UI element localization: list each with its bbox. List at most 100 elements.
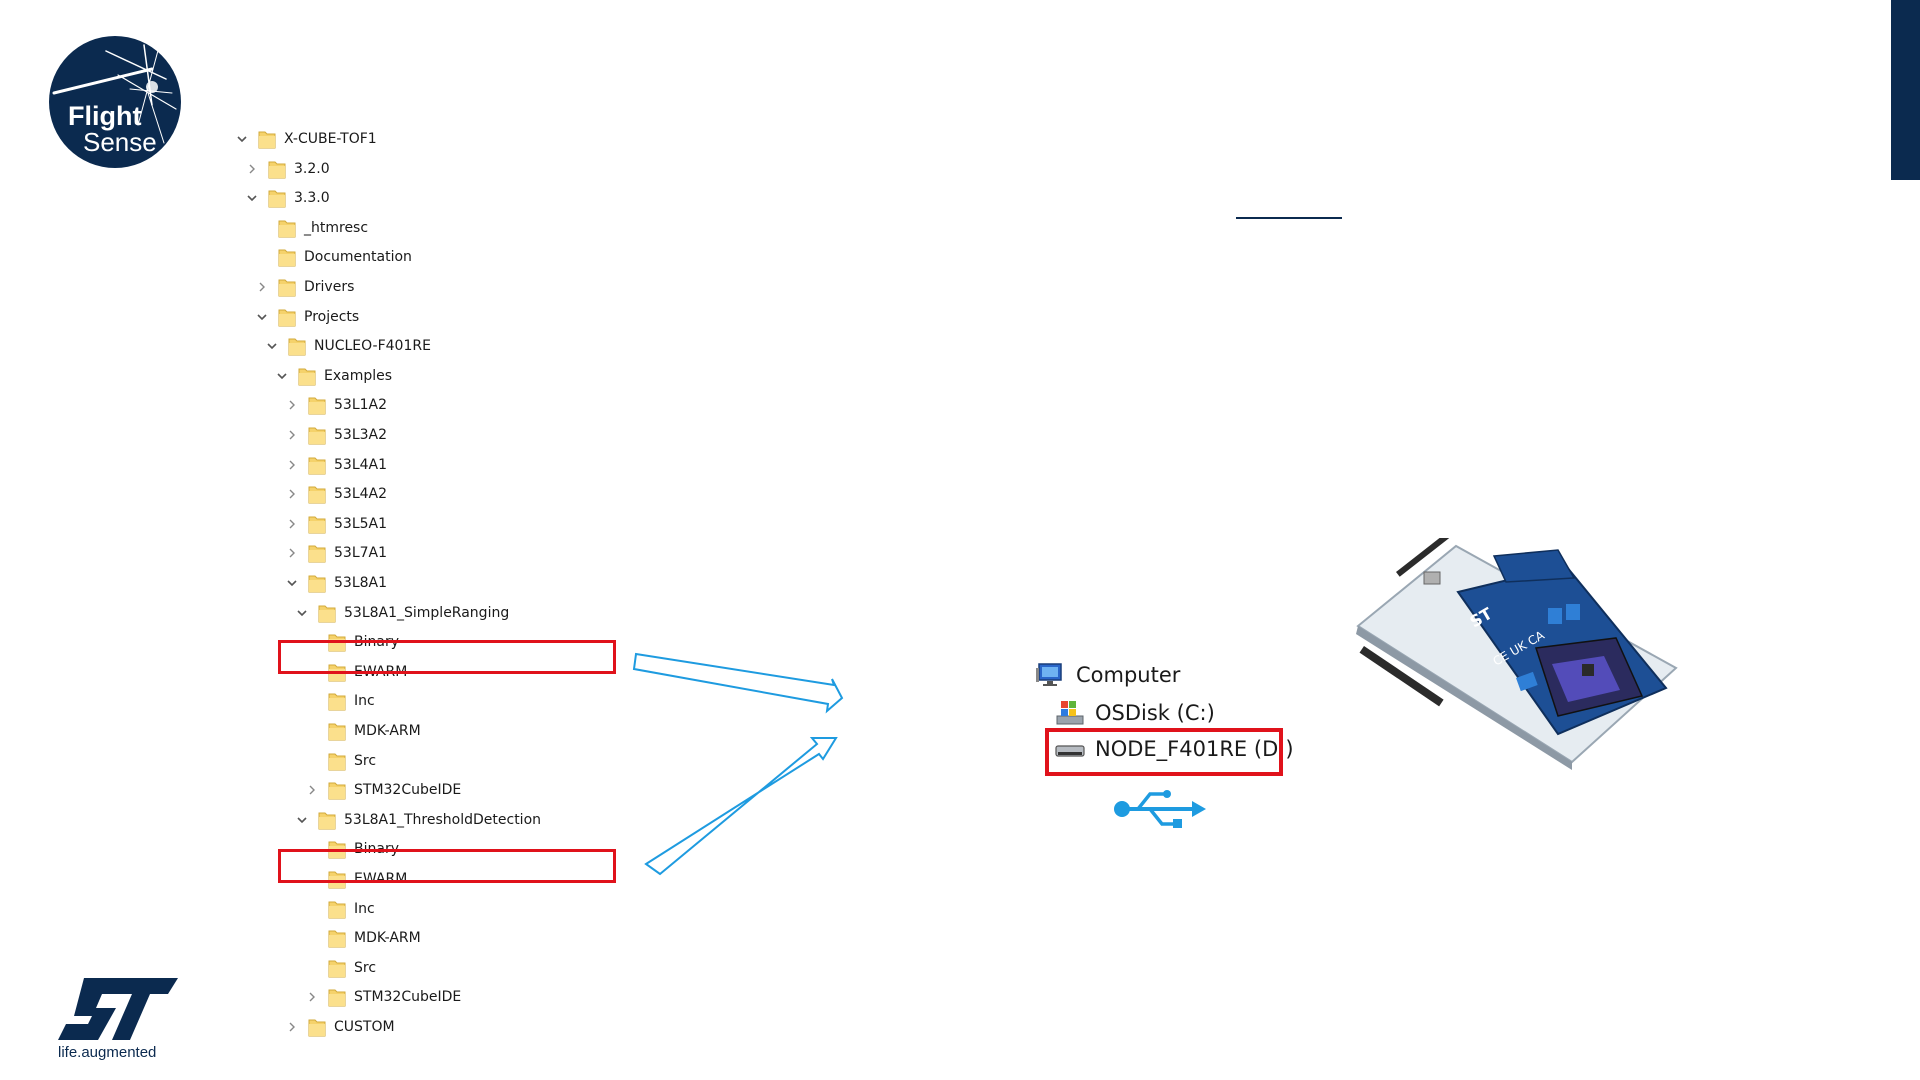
chevron-down-icon[interactable]: [284, 575, 300, 591]
tree-item-label: 53L4A2: [334, 486, 388, 502]
drive-highlight-box: [1045, 728, 1283, 776]
windows-drive-icon: [1055, 700, 1085, 726]
chevron-right-icon[interactable]: [284, 545, 300, 561]
usb-icon: [1114, 790, 1206, 828]
tree-item-label: Src: [354, 960, 377, 976]
tree-item-label: X-CUBE-TOF1: [284, 131, 377, 147]
tree-item-label: _htmresc: [304, 220, 369, 236]
tree-item-label: STM32CubeIDE: [354, 782, 462, 798]
chevron-right-icon[interactable]: [254, 279, 270, 295]
tree-item-label: 53L8A1_SimpleRanging: [344, 605, 510, 621]
chevron-down-icon[interactable]: [264, 338, 280, 354]
tree-item-label: Drivers: [304, 279, 355, 295]
chevron-down-icon[interactable]: [294, 605, 310, 621]
node-drive-label: NODE_F401RE (D:): [1095, 737, 1294, 761]
tree-item[interactable]: 53L8A1_SimpleRanging: [294, 599, 509, 627]
chevron-right-icon[interactable]: [284, 397, 300, 413]
spacer: [254, 249, 270, 265]
spacer: [304, 901, 320, 917]
tree-item[interactable]: 53L5A1: [284, 510, 387, 538]
tree-item[interactable]: Src: [304, 954, 376, 982]
chevron-down-icon[interactable]: [254, 309, 270, 325]
tree-item-label: 53L7A1: [334, 545, 388, 561]
folder-icon: [258, 129, 276, 149]
board-image: ST CE UK CA: [1356, 538, 1678, 770]
computer-label: Computer: [1076, 663, 1181, 687]
tree-item[interactable]: STM32CubeIDE: [304, 983, 461, 1011]
node-drive-row[interactable]: NODE_F401RE (D:): [1055, 736, 1294, 762]
tree-item[interactable]: 3.2.0: [244, 155, 330, 183]
chevron-right-icon[interactable]: [284, 486, 300, 502]
spacer: [304, 930, 320, 946]
tree-item[interactable]: 3.3.0: [244, 184, 330, 212]
tree-item[interactable]: MDK-ARM: [304, 717, 421, 745]
folder-icon: [278, 218, 296, 238]
tree-item[interactable]: 53L7A1: [284, 539, 387, 567]
folder-icon: [268, 188, 286, 208]
tree-item[interactable]: Examples: [274, 362, 392, 390]
folder-icon: [278, 307, 296, 327]
tree-item[interactable]: Inc: [304, 687, 375, 715]
folder-icon: [308, 1017, 326, 1037]
computer-row[interactable]: Computer: [1036, 662, 1180, 688]
folder-icon: [298, 366, 316, 386]
tree-item-label: Documentation: [304, 249, 412, 265]
tree-item-label: Src: [354, 753, 377, 769]
tree-item-label: NUCLEO-F401RE: [314, 338, 431, 354]
spacer: [304, 723, 320, 739]
chevron-down-icon[interactable]: [294, 812, 310, 828]
computer-drive-panel: Computer OSDisk (C:) NODE_F: [1036, 654, 1321, 774]
spacer: [304, 693, 320, 709]
osdisk-label: OSDisk (C:): [1095, 701, 1215, 725]
tree-item-label: 53L5A1: [334, 516, 388, 532]
folder-icon: [308, 455, 326, 475]
tree-item[interactable]: Projects: [254, 303, 359, 331]
tree-item[interactable]: _htmresc: [254, 214, 368, 242]
tree-item[interactable]: 53L8A1_ThresholdDetection: [294, 806, 541, 834]
tree-item[interactable]: NUCLEO-F401RE: [264, 332, 431, 360]
tree-item[interactable]: 53L4A2: [284, 480, 387, 508]
chevron-right-icon[interactable]: [304, 989, 320, 1005]
tree-item[interactable]: X-CUBE-TOF1: [234, 125, 377, 153]
folder-icon: [318, 603, 336, 623]
chevron-right-icon[interactable]: [284, 1019, 300, 1035]
st-tagline: life.augmented: [58, 1044, 157, 1061]
folder-icon: [328, 691, 346, 711]
tree-item[interactable]: Drivers: [254, 273, 354, 301]
tree-item[interactable]: 53L1A2: [284, 391, 387, 419]
tree-item[interactable]: 53L3A2: [284, 421, 387, 449]
chevron-down-icon[interactable]: [234, 131, 250, 147]
logo-text-sense: Sense: [83, 127, 157, 157]
chevron-right-icon[interactable]: [304, 782, 320, 798]
tree-item[interactable]: CUSTOM: [284, 1013, 395, 1041]
folder-icon: [328, 780, 346, 800]
tree-item[interactable]: 53L4A1: [284, 451, 387, 479]
tree-item[interactable]: STM32CubeIDE: [304, 776, 461, 804]
chevron-down-icon[interactable]: [274, 368, 290, 384]
osdisk-row[interactable]: OSDisk (C:): [1055, 700, 1215, 726]
chevron-down-icon[interactable]: [244, 190, 260, 206]
tree-item[interactable]: 53L8A1: [284, 569, 387, 597]
tree-item-label: Projects: [304, 309, 360, 325]
tree-item-label: 53L4A1: [334, 457, 388, 473]
usb-drive-icon: [1055, 736, 1085, 762]
folder-icon: [318, 810, 336, 830]
tree-item[interactable]: Src: [304, 747, 376, 775]
chevron-right-icon[interactable]: [244, 161, 260, 177]
tree-item-label: Inc: [354, 901, 375, 917]
folder-icon: [328, 751, 346, 771]
chevron-right-icon[interactable]: [284, 457, 300, 473]
tree-item[interactable]: Documentation: [254, 243, 412, 271]
tree-item[interactable]: MDK-ARM: [304, 924, 421, 952]
tree-item-label: MDK-ARM: [354, 723, 421, 739]
tree-item[interactable]: Inc: [304, 895, 375, 923]
chevron-right-icon[interactable]: [284, 516, 300, 532]
tree-item-label: Examples: [324, 368, 393, 384]
chevron-right-icon[interactable]: [284, 427, 300, 443]
computer-icon: [1036, 662, 1066, 688]
folder-icon: [278, 277, 296, 297]
underline-mark: [1236, 217, 1342, 219]
folder-icon: [328, 928, 346, 948]
folder-icon: [328, 721, 346, 741]
